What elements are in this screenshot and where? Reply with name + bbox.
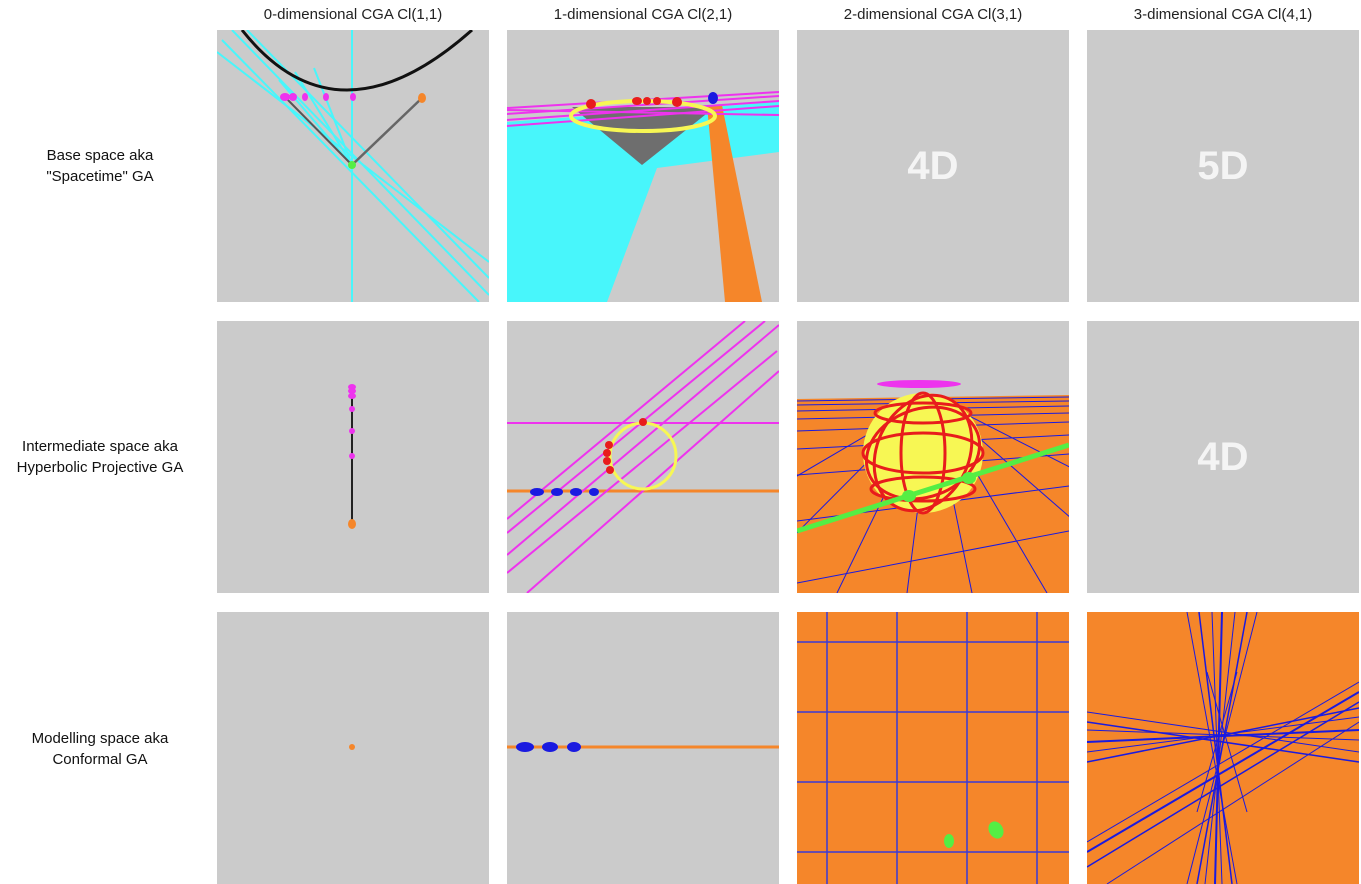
column-title-2d: 2-dimensional CGA Cl(3,1) bbox=[843, 6, 1023, 23]
column-title-1d: 1-dimensional CGA Cl(2,1) bbox=[553, 6, 733, 23]
panel-intermediate-0d bbox=[217, 321, 489, 593]
panel-intermediate-0d-graphic bbox=[348, 384, 356, 529]
column-title-3d: 3-dimensional CGA Cl(4,1) bbox=[1133, 6, 1313, 23]
panel-modelling-3d bbox=[1087, 612, 1359, 884]
panel-intermediate-1d bbox=[507, 321, 779, 593]
panel-base-2d: 4D bbox=[797, 30, 1069, 302]
panel-base-0d-graphic bbox=[217, 30, 489, 302]
panel-base-3d: 5D bbox=[1087, 30, 1359, 302]
panel-modelling-2d-graphic bbox=[797, 612, 1069, 884]
panel-modelling-2d bbox=[797, 612, 1069, 884]
dimension-placeholder-label: 5D bbox=[1197, 143, 1249, 188]
row-label-line2: Hyperbolic Projective GA bbox=[16, 459, 184, 476]
row-label-intermediate-space: Intermediate space aka Hyperbolic Projec… bbox=[0, 436, 200, 478]
panel-base-0d bbox=[217, 30, 489, 302]
panel-intermediate-2d bbox=[797, 321, 1069, 593]
panel-base-1d bbox=[507, 30, 779, 302]
panel-intermediate-3d: 4D bbox=[1087, 321, 1359, 593]
panel-intermediate-1d-graphic bbox=[507, 321, 779, 593]
row-label-base-space: Base space aka "Spacetime" GA bbox=[0, 145, 200, 187]
panel-intermediate-2d-graphic bbox=[797, 380, 1069, 593]
column-title-0d: 0-dimensional CGA Cl(1,1) bbox=[263, 6, 443, 23]
row-label-modelling-space: Modelling space aka Conformal GA bbox=[0, 728, 200, 770]
row-label-line2: "Spacetime" GA bbox=[46, 168, 154, 185]
panel-modelling-1d bbox=[507, 612, 779, 884]
row-label-line1: Modelling space aka bbox=[31, 730, 169, 747]
row-label-line2: Conformal GA bbox=[52, 751, 148, 768]
panel-modelling-1d-graphic bbox=[507, 742, 779, 752]
dimension-placeholder-label: 4D bbox=[907, 143, 959, 188]
panel-modelling-3d-graphic bbox=[1087, 612, 1359, 884]
dimension-placeholder-label: 4D bbox=[1197, 434, 1249, 479]
panel-modelling-0d-graphic bbox=[349, 744, 355, 750]
panel-modelling-0d bbox=[217, 612, 489, 884]
row-label-line1: Base space aka bbox=[46, 147, 154, 164]
panel-base-1d-graphic bbox=[507, 91, 779, 302]
row-label-line1: Intermediate space aka bbox=[22, 438, 178, 455]
